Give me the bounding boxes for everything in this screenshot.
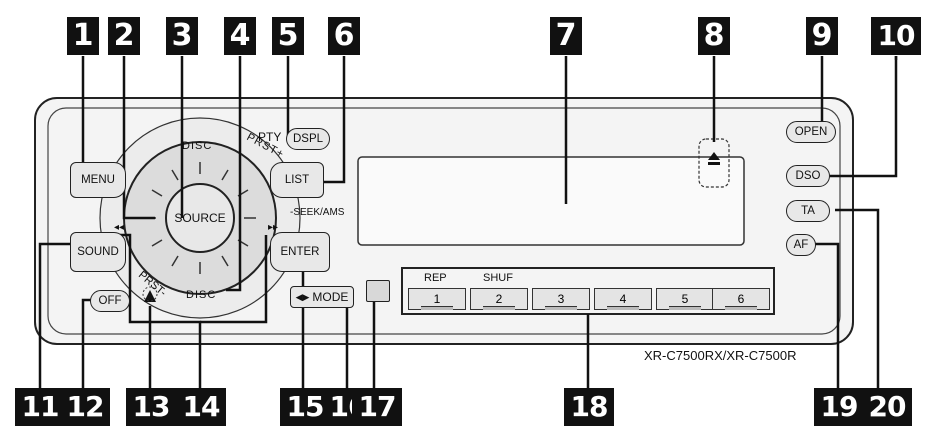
callout-5: 5: [272, 17, 304, 55]
callout-12: 12: [60, 388, 110, 426]
mode-label: MODE: [312, 290, 349, 304]
open-button[interactable]: OPEN: [786, 121, 836, 143]
callout-1: 1: [67, 17, 99, 55]
callout-7: 7: [550, 17, 582, 55]
pty-label: PTY: [258, 130, 282, 144]
dspl-button[interactable]: DSPL: [286, 128, 330, 150]
ta-button[interactable]: TA: [786, 200, 830, 222]
callout-17: 17: [352, 388, 402, 426]
preset-button-6[interactable]: 6: [712, 288, 770, 310]
sound-button[interactable]: SOUND: [70, 232, 126, 272]
disc-plus-label: DISC: [182, 140, 213, 152]
callout-4: 4: [224, 17, 256, 55]
mode-arrows-icon: ◀▶: [295, 291, 310, 302]
menu-button[interactable]: MENU: [70, 162, 126, 198]
list-button[interactable]: LIST: [270, 162, 324, 198]
af-button[interactable]: AF: [786, 234, 816, 256]
preset-button-5[interactable]: 5: [656, 288, 714, 310]
callout-3: 3: [166, 17, 198, 55]
preset-button-4[interactable]: 4: [594, 288, 652, 310]
off-button[interactable]: OFF: [90, 290, 130, 312]
preset-button-2[interactable]: 2: [470, 288, 528, 310]
preset-button-1[interactable]: 1: [408, 288, 466, 310]
callout-13: 13: [126, 388, 176, 426]
callout-8: 8: [698, 17, 730, 55]
seek-ams-label: -SEEK/AMS: [290, 207, 345, 218]
callout-10: 10: [871, 17, 921, 55]
disc-minus-label: DISC: [186, 289, 217, 301]
display-release-button[interactable]: [366, 280, 390, 302]
callout-11: 11: [15, 388, 65, 426]
callout-20: 20: [862, 388, 912, 426]
mode-button[interactable]: ◀▶ MODE: [290, 286, 354, 308]
shuf-label: SHUF: [483, 272, 513, 284]
dso-button[interactable]: DSO: [786, 165, 830, 187]
enter-button[interactable]: ENTER: [270, 232, 330, 272]
source-button[interactable]: SOURCE: [174, 211, 226, 225]
callout-6: 6: [328, 17, 360, 55]
callout-14: 14: [176, 388, 226, 426]
callout-18: 18: [564, 388, 614, 426]
model-number: XR-C7500RX/XR-C7500R: [644, 348, 797, 363]
callout-19: 19: [814, 388, 864, 426]
callout-15: 15: [280, 388, 330, 426]
callout-2: 2: [108, 17, 140, 55]
preset-button-3[interactable]: 3: [532, 288, 590, 310]
seek-forward-icon[interactable]: ▸▸: [268, 222, 279, 233]
callout-9: 9: [806, 17, 838, 55]
rep-label: REP: [424, 272, 447, 284]
seek-back-icon[interactable]: ◂◂: [114, 222, 125, 233]
